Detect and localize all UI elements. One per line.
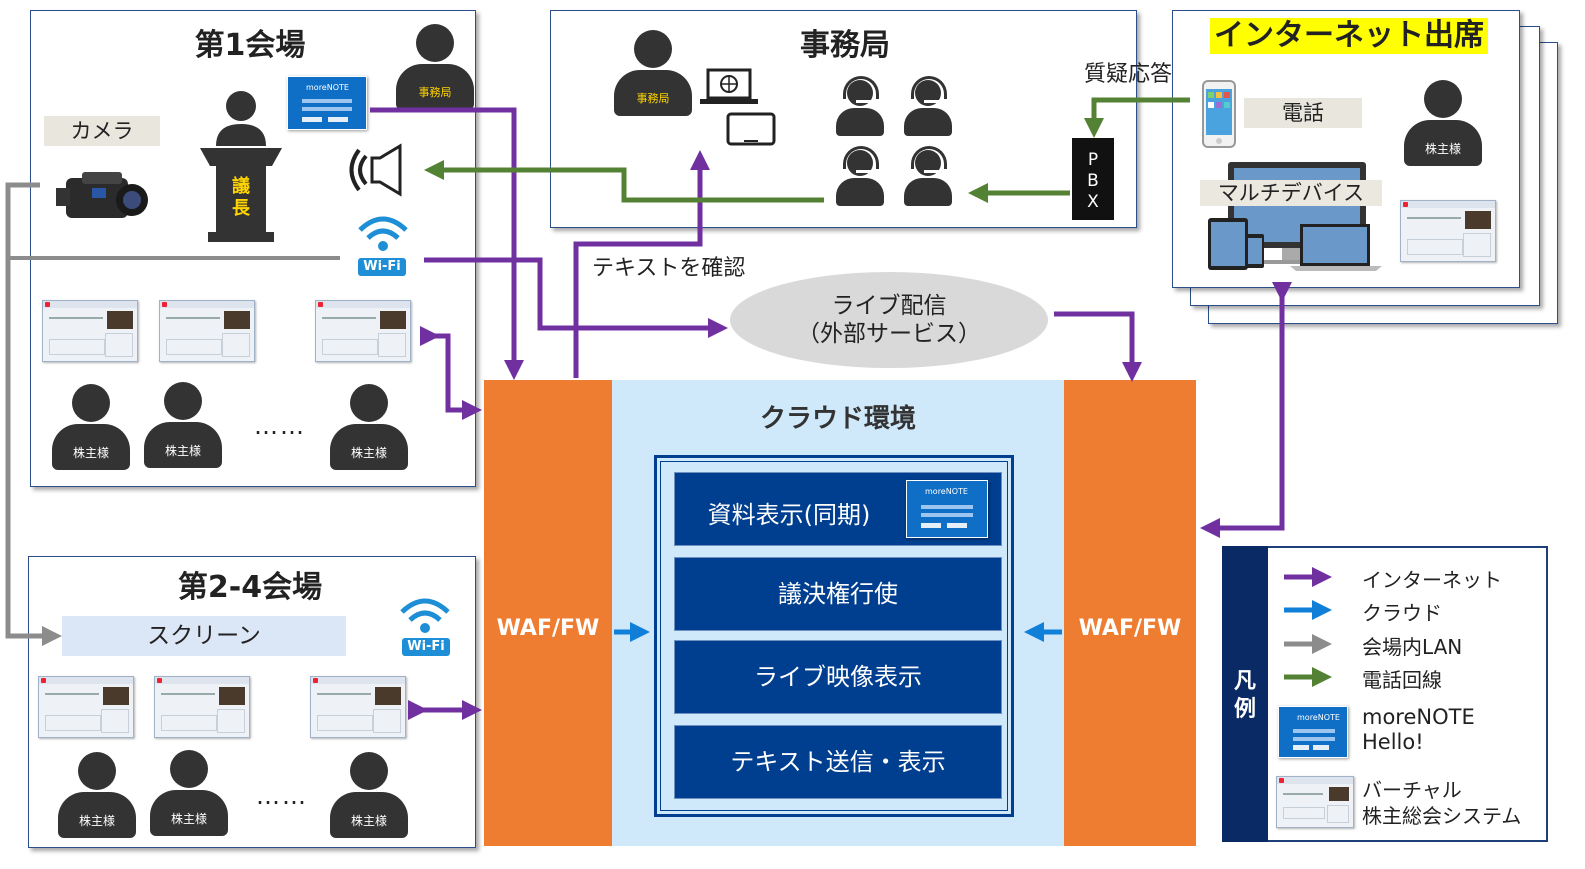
operator-headset-icon xyxy=(836,76,884,136)
legend-morenote-line2: Hello! xyxy=(1362,730,1424,754)
function-label: 資料表示(同期) xyxy=(707,501,871,529)
legend-phone: 電話回線 xyxy=(1362,668,1442,692)
shareholder-avatar: 株主様 xyxy=(52,384,132,470)
multi-device-label: マルチデバイス xyxy=(1200,180,1382,206)
wifi-label-venue2: Wi-Fi xyxy=(402,638,450,656)
legend-virtual-screen xyxy=(1276,776,1354,828)
wifi-icon-venue1 xyxy=(358,216,408,251)
morenote-tablet-venue1: moreNOTE xyxy=(287,76,367,130)
podium-icon xyxy=(200,91,282,242)
ellipsis: …… xyxy=(254,412,306,440)
tablet-icon xyxy=(726,112,776,146)
legend-arrows xyxy=(1284,567,1332,687)
legend-morenote-line1: moreNOTE xyxy=(1362,705,1475,729)
pbx-label: PBX xyxy=(1087,150,1099,212)
operator-headset-icon xyxy=(904,76,952,136)
legend-cloud: クラウド xyxy=(1362,601,1442,625)
ellipsis: …… xyxy=(256,782,308,810)
shareholder-avatar: 株主様 xyxy=(330,384,410,470)
live-streaming-ellipse xyxy=(730,272,1048,368)
function-live-video: ライブ映像表示 xyxy=(674,640,1002,714)
virtual-screen xyxy=(159,300,255,362)
legend-internet: インターネット xyxy=(1362,568,1502,592)
office-staff-avatar-venue1: 事務局 xyxy=(396,24,476,110)
shareholder-avatar: 株主様 xyxy=(150,750,230,836)
phone-label: 電話 xyxy=(1244,98,1362,128)
function-label: テキスト送信・表示 xyxy=(730,748,946,776)
camera-label: カメラ xyxy=(44,116,160,146)
internet-attendance-title: インターネット出席 xyxy=(1210,18,1488,54)
legend-virtual-line1: バーチャル xyxy=(1362,778,1462,802)
camera-icon xyxy=(56,172,148,218)
smartphone-icon xyxy=(1202,80,1236,148)
speaker-icon xyxy=(349,143,402,197)
function-label: ライブ映像表示 xyxy=(754,663,922,691)
legend-morenote-icon: moreNOTE xyxy=(1278,706,1348,758)
morenote-tablet-cloud: moreNOTE xyxy=(906,480,988,538)
virtual-screen xyxy=(42,300,138,362)
wifi-label-venue1: Wi-Fi xyxy=(358,258,406,276)
waf-left: WAF/FW xyxy=(484,380,612,846)
function-label: 議決権行使 xyxy=(778,580,898,608)
legend-title: 凡例 xyxy=(1234,669,1257,722)
secretariat-staff-avatar: 事務局 xyxy=(614,30,694,116)
function-frame-inner xyxy=(660,461,1008,811)
virtual-screen xyxy=(310,676,406,738)
live-streaming-line1: ライブ配信 xyxy=(831,293,947,319)
chair-label: 議長 xyxy=(232,176,250,219)
shareholder-avatar: 株主様 xyxy=(330,752,410,838)
virtual-screen xyxy=(38,676,134,738)
screen-label: スクリーン xyxy=(62,616,346,656)
operator-headset-icon xyxy=(836,146,884,206)
cloud-title: クラウド環境 xyxy=(759,404,916,434)
virtual-screen xyxy=(1400,200,1496,262)
waf-right-label: WAF/FW xyxy=(1078,616,1182,641)
virtual-screen xyxy=(154,676,250,738)
operator-headset-icon xyxy=(904,146,952,206)
live-streaming-line2: （外部サービス） xyxy=(797,321,981,347)
legend-lan: 会場内LAN xyxy=(1362,635,1463,659)
venue1-title: 第1会場 xyxy=(194,28,306,63)
legend-virtual-line2: 株主総会システム xyxy=(1362,804,1522,828)
venue2-title: 第2-4会場 xyxy=(177,570,323,605)
qa-label: 質疑応答 xyxy=(1084,62,1173,87)
secretariat-title: 事務局 xyxy=(800,28,890,63)
shareholder-avatar: 株主様 xyxy=(58,752,138,838)
laptop-globe-icon xyxy=(700,68,758,104)
waf-right: WAF/FW xyxy=(1064,380,1196,846)
wifi-icon-venue2 xyxy=(400,598,450,633)
function-frame xyxy=(654,455,1014,817)
virtual-screen xyxy=(315,300,411,362)
function-voting: 議決権行使 xyxy=(674,557,1002,631)
pbx-box xyxy=(1072,138,1114,220)
legend-title-bar xyxy=(1222,546,1268,842)
internet-shareholder-avatar: 株主様 xyxy=(1404,80,1484,166)
shareholder-avatar: 株主様 xyxy=(144,382,224,468)
function-text-send: テキスト送信・表示 xyxy=(674,725,1002,799)
text-check-label: テキストを確認 xyxy=(592,256,746,281)
waf-left-label: WAF/FW xyxy=(496,616,600,641)
multi-device-icon xyxy=(1208,162,1382,271)
